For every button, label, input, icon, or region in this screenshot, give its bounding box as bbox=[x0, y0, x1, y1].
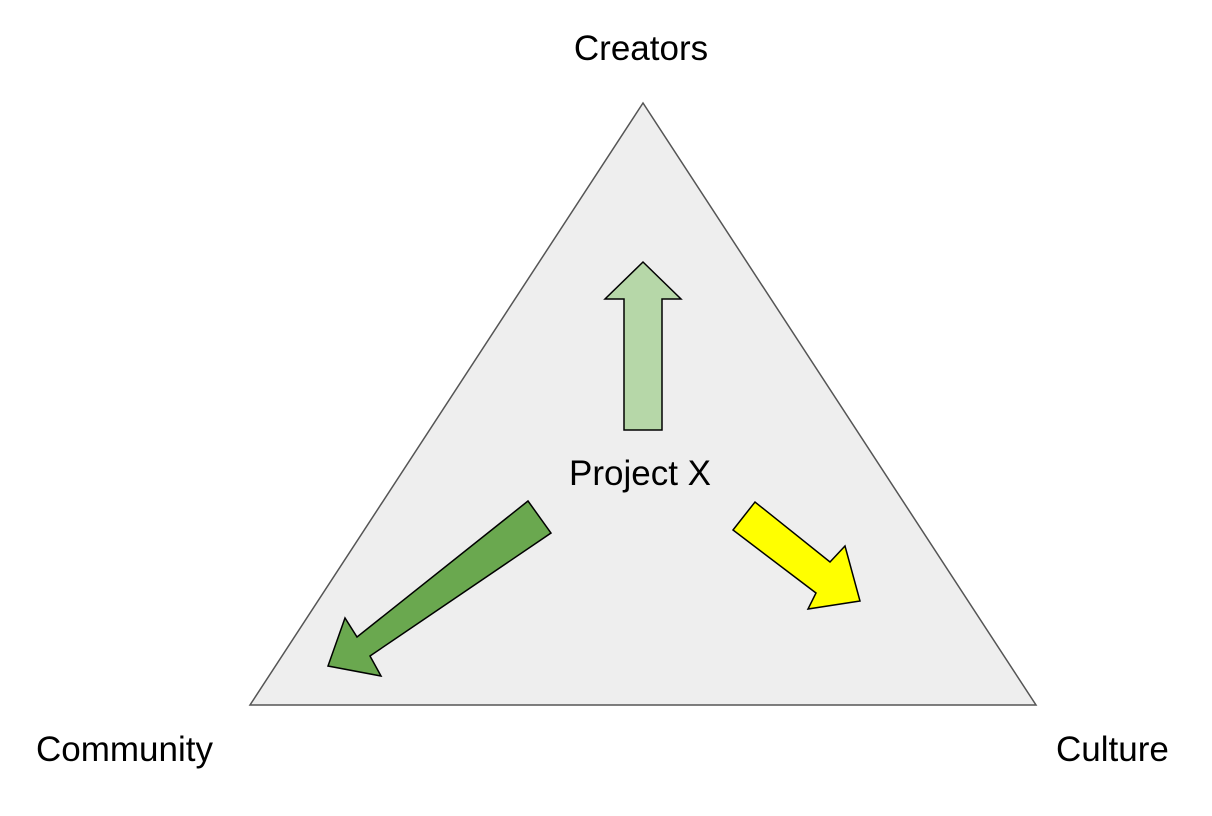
node-label-culture: Culture bbox=[1056, 730, 1169, 769]
node-label-community: Community bbox=[36, 730, 213, 769]
arrow-down-left-to-community bbox=[327, 499, 553, 678]
arrow-down-right-to-culture bbox=[731, 500, 861, 610]
node-label-creators: Creators bbox=[573, 29, 709, 68]
node-label-project-x: Project X bbox=[569, 454, 711, 493]
arrow-up-to-creators bbox=[603, 260, 683, 431]
